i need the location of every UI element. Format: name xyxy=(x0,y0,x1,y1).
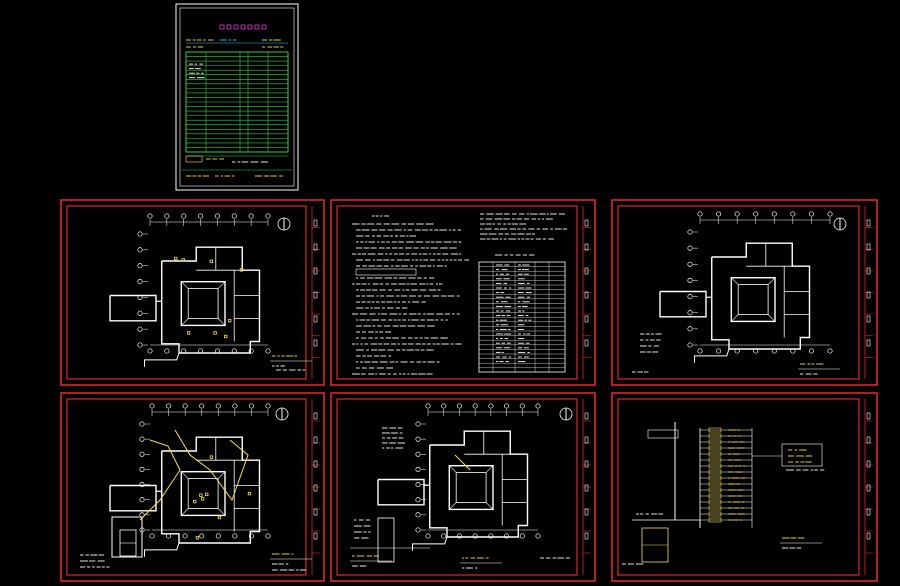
sheet-plan-power xyxy=(611,199,878,386)
sheet-plan-weak-current xyxy=(60,392,325,582)
sheet-design-notes xyxy=(330,199,596,386)
sheet-plan-lightning xyxy=(330,392,596,582)
sheet-system-diagram xyxy=(611,392,878,582)
cover-sheet xyxy=(175,3,299,191)
sheet-plan-lighting xyxy=(60,199,325,386)
